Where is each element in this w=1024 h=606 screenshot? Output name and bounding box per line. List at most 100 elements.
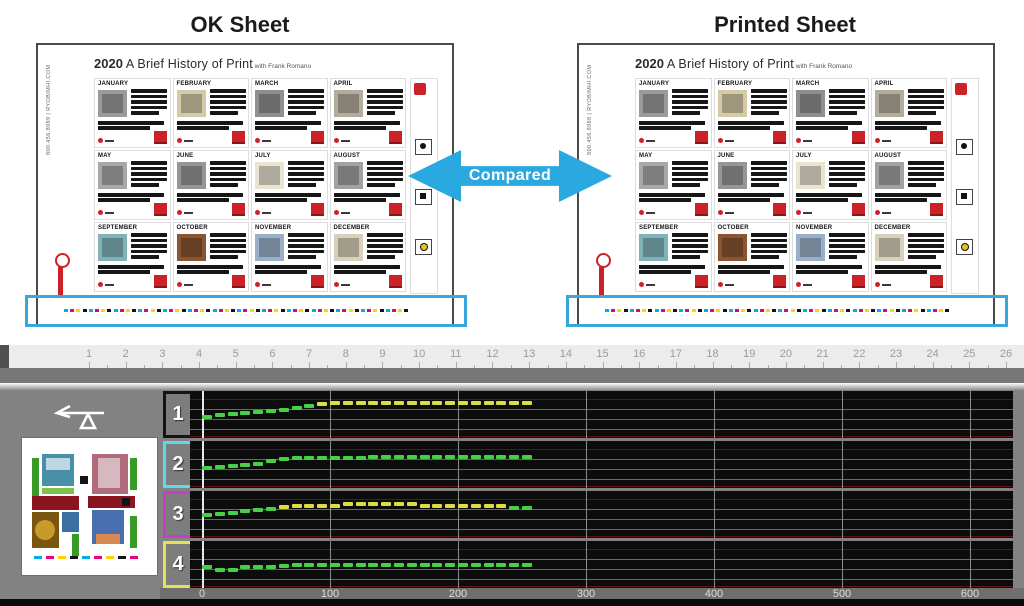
redacted-text-bar bbox=[907, 249, 944, 253]
redacted-text-bar bbox=[176, 270, 229, 274]
mini-logo-icon bbox=[796, 210, 801, 215]
redacted-text-bar bbox=[750, 94, 787, 98]
track-plot-3 bbox=[190, 491, 1013, 538]
redacted-text-bar bbox=[907, 255, 936, 259]
month-cell: OCTOBER bbox=[713, 222, 790, 292]
color-patch bbox=[132, 308, 137, 312]
x-axis-label: 400 bbox=[704, 588, 724, 600]
color-patch bbox=[666, 308, 671, 312]
track-label-2[interactable]: 2 bbox=[163, 441, 193, 488]
density-segment bbox=[304, 456, 315, 460]
density-segment bbox=[278, 564, 289, 568]
ruler-minor-tick bbox=[950, 365, 952, 368]
color-patch bbox=[654, 308, 659, 312]
density-segment bbox=[266, 507, 276, 511]
redacted-text-bar bbox=[829, 244, 865, 248]
color-patch bbox=[336, 308, 341, 312]
color-patch bbox=[765, 308, 770, 312]
color-patch bbox=[150, 308, 155, 312]
month-image bbox=[333, 162, 363, 189]
color-patch bbox=[113, 308, 118, 312]
ruler-minor-tick bbox=[474, 365, 476, 368]
color-patch bbox=[200, 308, 205, 312]
month-image bbox=[717, 162, 747, 189]
ruler-tick bbox=[125, 362, 127, 368]
printed-sheet-preview: 800.456.8989 | RYOBIMHI.COM 2020 A Brief… bbox=[566, 43, 1008, 327]
color-patch bbox=[181, 308, 186, 312]
month-image bbox=[176, 234, 206, 261]
sheet-year: 2020 bbox=[635, 56, 664, 71]
color-patch bbox=[218, 308, 223, 312]
color-patch bbox=[617, 308, 622, 312]
month-name: NOVEMBER bbox=[796, 225, 833, 231]
v-gridline bbox=[458, 441, 459, 488]
ruler-number: 9 bbox=[379, 348, 386, 360]
colorbar-highlight-box bbox=[566, 295, 1008, 327]
density-segment bbox=[355, 563, 366, 567]
redacted-text-bar bbox=[209, 233, 246, 237]
color-patch bbox=[704, 308, 708, 312]
h-gridline bbox=[190, 399, 1013, 400]
color-patch bbox=[224, 308, 229, 312]
density-segment bbox=[278, 408, 289, 412]
track-label-1[interactable]: 1 bbox=[163, 391, 193, 438]
printer-logo-icon bbox=[595, 253, 611, 299]
ruler-tick bbox=[235, 362, 237, 368]
density-segment bbox=[240, 509, 251, 513]
month-name: JULY bbox=[255, 153, 271, 159]
mini-logo-icon bbox=[98, 282, 103, 287]
density-segment bbox=[522, 563, 532, 567]
month-name: SEPTEMBER bbox=[98, 225, 138, 231]
density-segment bbox=[522, 506, 532, 510]
v-gridline bbox=[714, 441, 715, 488]
redacted-text-bar bbox=[907, 172, 944, 176]
color-patch bbox=[642, 308, 647, 312]
density-segment bbox=[470, 504, 481, 508]
density-segment bbox=[317, 456, 328, 460]
color-patch bbox=[404, 308, 409, 312]
density-segment bbox=[458, 455, 468, 459]
mini-logo-icon bbox=[333, 138, 339, 143]
density-segment bbox=[253, 410, 264, 414]
redacted-text-bar bbox=[907, 177, 944, 181]
redacted-text-bar bbox=[639, 126, 691, 130]
v-gridline bbox=[714, 391, 715, 438]
track-label-4[interactable]: 4 bbox=[163, 541, 193, 588]
density-segment bbox=[419, 455, 430, 459]
density-segment bbox=[394, 455, 404, 459]
color-patch bbox=[809, 308, 814, 312]
color-patch bbox=[716, 308, 721, 312]
v-gridline bbox=[842, 391, 843, 438]
density-segment bbox=[483, 563, 494, 567]
ruler-tick bbox=[639, 362, 641, 368]
color-patch bbox=[920, 308, 925, 312]
h-gridline bbox=[190, 579, 1013, 580]
density-segment bbox=[227, 511, 238, 515]
v-gridline bbox=[586, 391, 587, 438]
month-image bbox=[255, 234, 284, 261]
registration-mark-icon bbox=[956, 189, 973, 205]
redacted-text-bar bbox=[907, 100, 944, 104]
color-patch bbox=[871, 308, 876, 312]
registration-mark-icon bbox=[415, 139, 432, 155]
track-label-3[interactable]: 3 bbox=[163, 491, 193, 538]
compare-direction-icon[interactable] bbox=[52, 402, 108, 432]
month-cell: AUGUST bbox=[329, 150, 406, 220]
ruler-number: 11 bbox=[450, 348, 462, 360]
density-segment bbox=[509, 401, 520, 406]
ruler-minor-tick bbox=[364, 365, 366, 368]
redacted-text-bar bbox=[209, 161, 246, 165]
density-segment bbox=[483, 401, 494, 406]
redacted-text-bar bbox=[288, 172, 324, 176]
sheet-thumbnail[interactable] bbox=[22, 438, 157, 575]
redacted-text-bar bbox=[672, 100, 708, 104]
month-name: MARCH bbox=[796, 81, 820, 87]
redacted-text-bar bbox=[907, 166, 944, 170]
density-segment bbox=[432, 455, 443, 459]
density-segment bbox=[253, 508, 264, 512]
density-segment bbox=[368, 502, 379, 506]
redacted-text-bar bbox=[98, 270, 150, 274]
redacted-text-bar bbox=[98, 126, 150, 130]
v-gridline bbox=[458, 391, 459, 438]
